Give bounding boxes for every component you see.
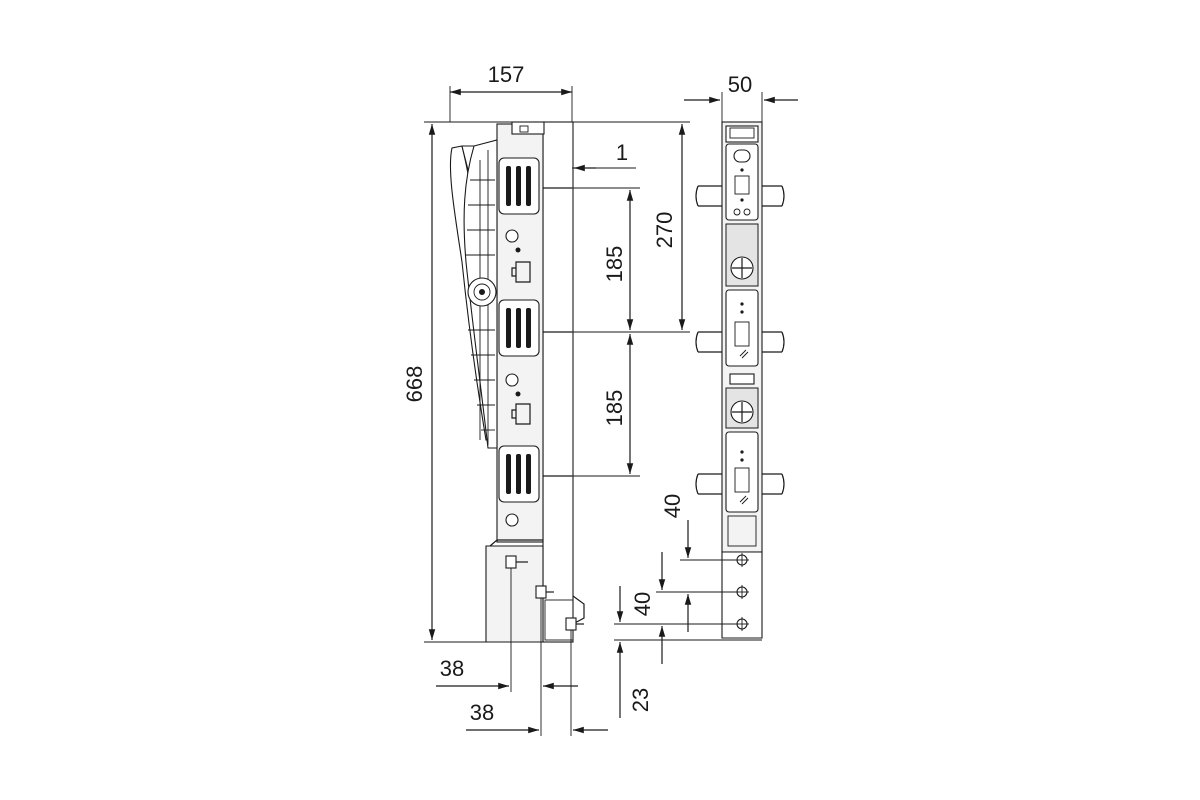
label-overall-width: 157: [488, 62, 525, 87]
busbar: [695, 185, 785, 207]
side-view: [449, 121, 585, 643]
label-hole-spacing-2: 40: [630, 592, 655, 616]
label-side-width: 50: [728, 72, 752, 97]
label-bolt-offset-2: 38: [470, 700, 494, 725]
label-pitch-lower: 185: [602, 390, 627, 427]
label-bottom-offset: 23: [628, 688, 653, 712]
label-pitch-total: 270: [652, 212, 677, 249]
handle-lever: [449, 139, 498, 449]
front-view: [695, 121, 785, 639]
mounting-hole: [735, 585, 749, 599]
dimension-overall-width: 157: [449, 62, 573, 122]
busbar: [695, 331, 785, 353]
dimension-pitch-upper: 185: [602, 190, 634, 330]
mounting-hole: [735, 553, 749, 567]
dimension-bolt-offset-2: 38: [466, 630, 608, 736]
dimension-bolt-offset-1: 38: [436, 568, 578, 736]
mounting-plate: [542, 121, 574, 643]
fuse-compartment: [498, 157, 540, 215]
dimension-side-width: 50: [684, 72, 798, 122]
label-offset-small: 1: [616, 140, 628, 165]
dimension-pitch-lower: 185: [602, 334, 634, 474]
dimension-hole-spacing-2: 40: [614, 552, 736, 664]
dimension-overall-height: 668: [402, 121, 690, 643]
label-hole-spacing-1: 40: [660, 494, 685, 518]
dimension-pitch-total: 270: [652, 124, 686, 330]
label-bolt-offset-1: 38: [440, 656, 464, 681]
dimension-hole-spacing-1: 40: [660, 494, 736, 632]
dimension-offset-small: 1: [572, 140, 636, 172]
dimension-bottom-offset: 23: [614, 586, 762, 718]
label-pitch-upper: 185: [602, 246, 627, 283]
label-overall-height: 668: [402, 366, 427, 403]
busbar: [695, 473, 785, 495]
base-block: [485, 545, 544, 643]
fuse-compartment: [498, 445, 540, 503]
mounting-hole: [735, 617, 749, 631]
fuse-compartment: [498, 299, 540, 357]
